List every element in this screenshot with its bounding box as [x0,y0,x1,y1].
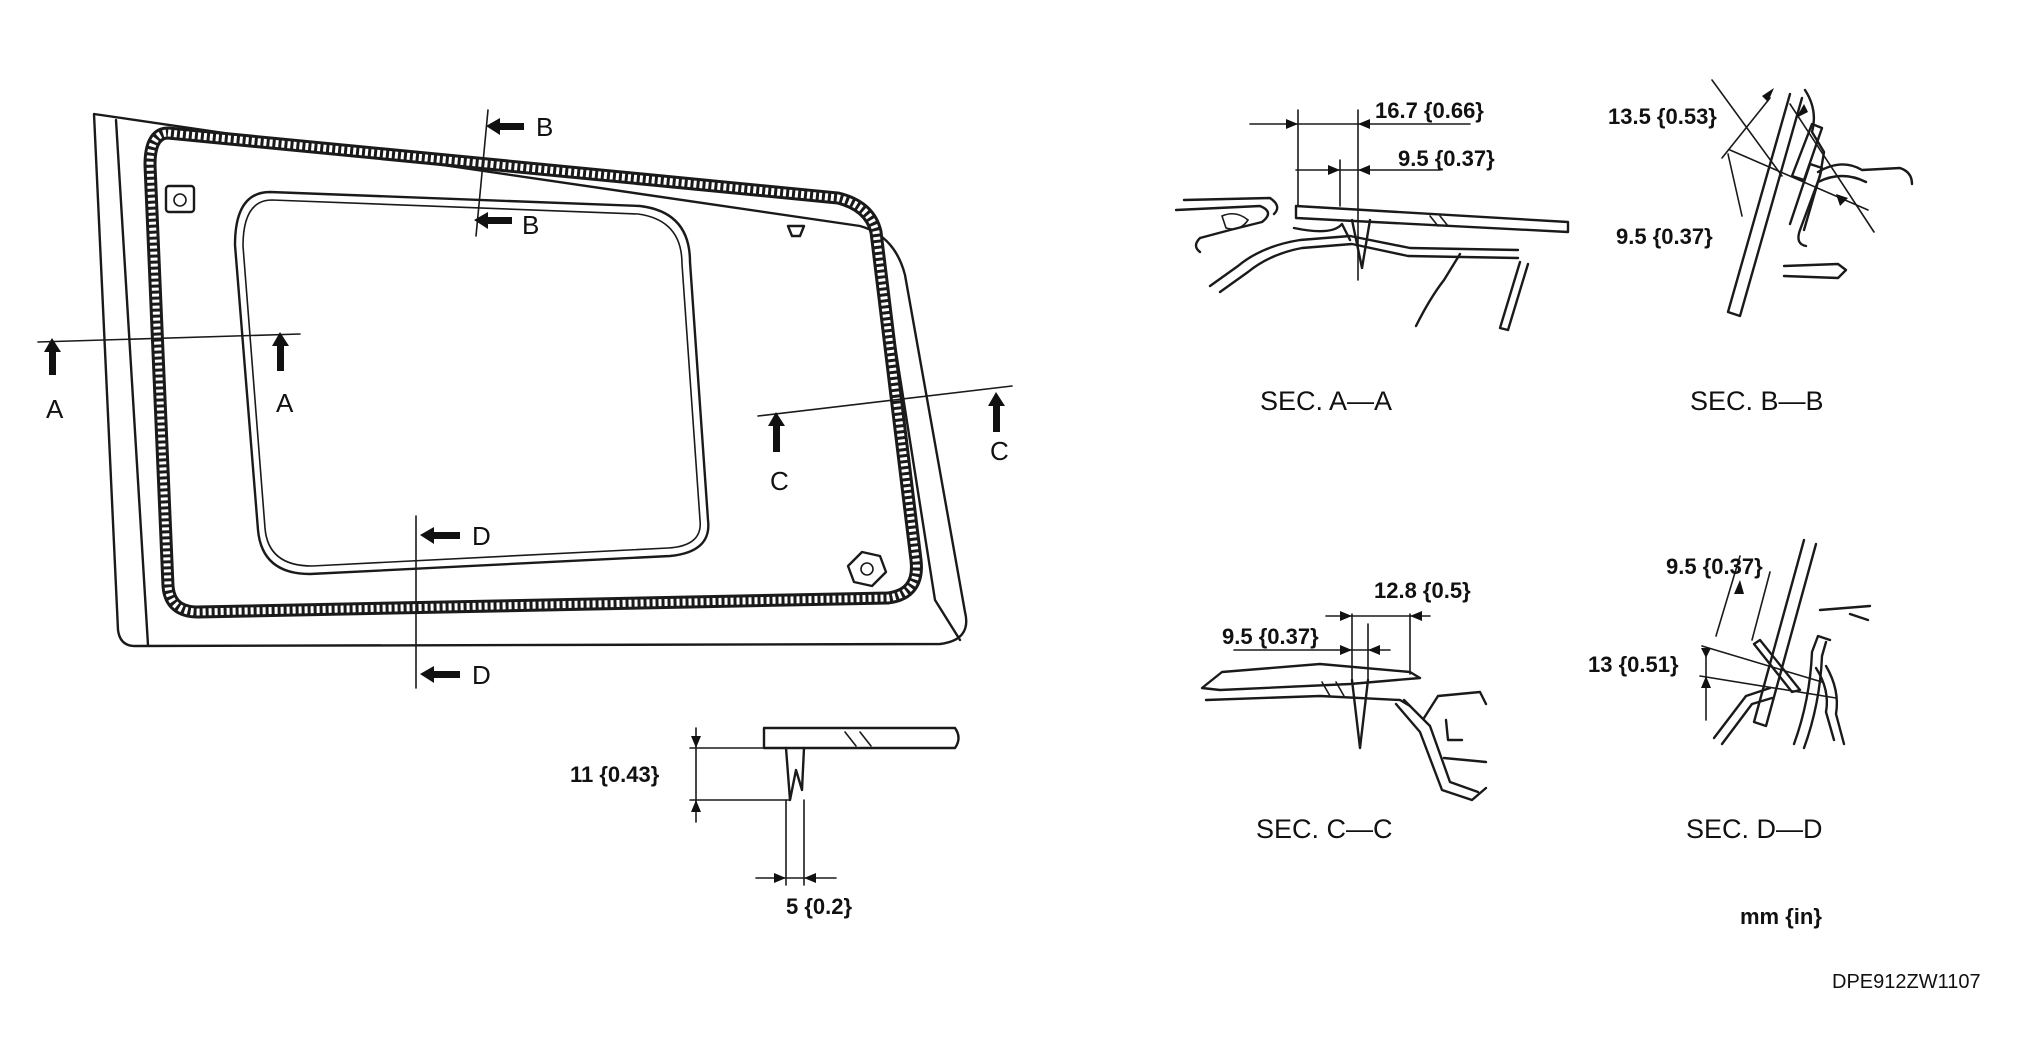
urethane-sealant-band [143,126,923,619]
section-d-label-bottom: D [472,660,491,690]
urethane-sealant-band-pattern [146,129,920,616]
section-b-marker: B B [474,109,553,240]
clip-top-left [164,184,196,214]
section-c-label-left: C [770,466,789,496]
sec-a-outer-callout: 16.7 {0.66} [1375,98,1484,123]
section-c-label-right: C [990,436,1009,466]
section-a-label-right: A [276,388,294,418]
section-b-detail: 13.5 {0.53} 9.5 {0.37} SEC. B—B [1608,79,1914,416]
sec-d-inner-callout: 13 {0.51} [1588,652,1679,677]
section-d-detail: 9.5 {0.37} 13 {0.51} SEC. D—D [1588,538,1872,844]
section-b-label-bottom: B [522,210,539,240]
sec-c-inner-callout: 9.5 {0.37} [1222,624,1319,649]
window-outer-frame [92,112,968,648]
section-a-label-left: A [46,394,64,424]
sec-c-caption: SEC. C—C [1256,814,1393,844]
sec-d-caption: SEC. D—D [1686,814,1823,844]
sec-b-caption: SEC. B—B [1690,386,1824,416]
section-b-label-top: B [536,112,553,142]
sec-d-outer-callout: 9.5 {0.37} [1666,554,1763,579]
window-opening [233,190,710,576]
sec-a-caption: SEC. A—A [1260,386,1392,416]
quarter-window-view: A A B B C C D D [37,109,1013,690]
section-c-marker: C C [757,385,1013,496]
sec-c-outer-callout: 12.8 {0.5} [1374,578,1471,603]
sec-b-inner-callout: 9.5 {0.37} [1616,224,1713,249]
section-c-detail: 12.8 {0.5} 9.5 {0.37} SEC. C—C [1200,578,1488,844]
sec-a-inner-callout: 9.5 {0.37} [1398,146,1495,171]
section-d-label-top: D [472,521,491,551]
section-d-marker: D D [415,515,491,690]
section-a-marker: A A [37,332,301,424]
clip-top-right [786,224,806,238]
bead-height-callout: 11 {0.43} [570,762,660,787]
bead-size-detail: 11 {0.43} 5 {0.2} [570,726,960,919]
window-opening-inner [242,199,701,567]
figure-code: DPE912ZW1107 [1832,971,1981,993]
sec-b-outer-callout: 13.5 {0.53} [1608,104,1717,129]
units-label: mm {in} [1740,904,1822,929]
clip-bottom-right [846,550,888,588]
section-a-detail: 16.7 {0.66} 9.5 {0.37} SEC. A—A [1174,98,1570,416]
pillar-line [114,118,150,647]
bead-width-callout: 5 {0.2} [786,894,852,919]
